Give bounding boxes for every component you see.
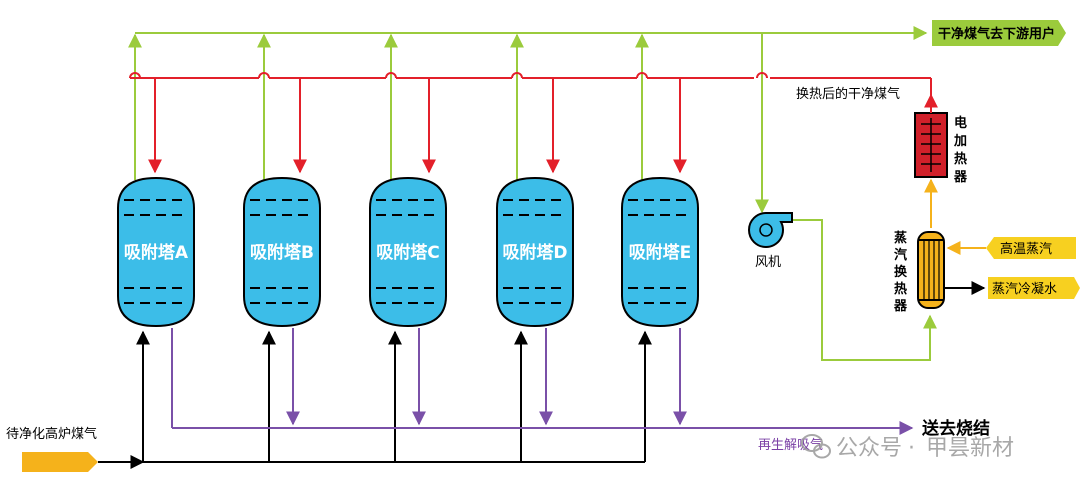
raw-gas-in-label: 待净化高炉煤气 bbox=[6, 426, 97, 442]
raw-gas-lines bbox=[98, 330, 652, 469]
clean-gas-lines bbox=[128, 26, 937, 361]
tower-c-label: 吸附塔C bbox=[376, 242, 439, 263]
raw-gas-input: 待净化高炉煤气 bbox=[6, 426, 98, 472]
exchanger-char-1: 蒸 bbox=[894, 230, 907, 246]
clean-gas-out-box: 干净煤气去下游用户 bbox=[932, 20, 1066, 46]
tower-c: 吸附塔C bbox=[369, 176, 447, 328]
high-temp-steam-input: 高温蒸汽 bbox=[946, 237, 1076, 259]
electric-heater bbox=[914, 93, 948, 178]
heater-char-3: 热 bbox=[954, 151, 967, 167]
watermark-separator: · bbox=[908, 436, 915, 461]
steam-heat-exchanger bbox=[917, 231, 945, 309]
exchanger-char-3: 换 bbox=[894, 264, 908, 280]
watermark-channel: 公众号 bbox=[836, 436, 902, 461]
heater-char-2: 加 bbox=[953, 134, 967, 149]
wechat-icon bbox=[801, 434, 831, 459]
hot-gas-lines bbox=[129, 72, 932, 174]
tower-a: 吸附塔A bbox=[117, 176, 195, 328]
exchanger-char-2: 汽 bbox=[894, 247, 907, 263]
clean-gas-out-label: 干净煤气去下游用户 bbox=[938, 26, 1055, 42]
heated-clean-gas-label: 换热后的干净煤气 bbox=[796, 86, 900, 102]
heater-char-1: 电 bbox=[954, 115, 967, 131]
tower-b-label: 吸附塔B bbox=[250, 242, 314, 263]
exchanger-char-4: 热 bbox=[894, 281, 907, 297]
watermark-name: 甲昙新材 bbox=[926, 436, 1014, 461]
heater-char-4: 器 bbox=[953, 170, 968, 185]
tower-e: 吸附塔E bbox=[621, 176, 699, 328]
tower-d: 吸附塔D bbox=[496, 176, 574, 328]
tower-e-label: 吸附塔E bbox=[629, 242, 692, 263]
fan-label: 风机 bbox=[755, 255, 781, 270]
desorption-lines bbox=[171, 328, 914, 435]
tower-b: 吸附塔B bbox=[243, 176, 321, 328]
high-temp-steam-label: 高温蒸汽 bbox=[1000, 241, 1052, 257]
steam-condensate-output: 蒸汽冷凝水 bbox=[944, 277, 1080, 299]
tower-d-label: 吸附塔D bbox=[502, 242, 567, 263]
exchanger-char-5: 器 bbox=[893, 299, 908, 314]
tower-a-label: 吸附塔A bbox=[124, 242, 189, 263]
to-sintering-label: 送去烧结 bbox=[922, 418, 990, 439]
steam-condensate-label: 蒸汽冷凝水 bbox=[992, 281, 1057, 297]
watermark: 公众号 · 甲昙新材 bbox=[801, 434, 1014, 461]
fan-icon bbox=[748, 212, 793, 249]
